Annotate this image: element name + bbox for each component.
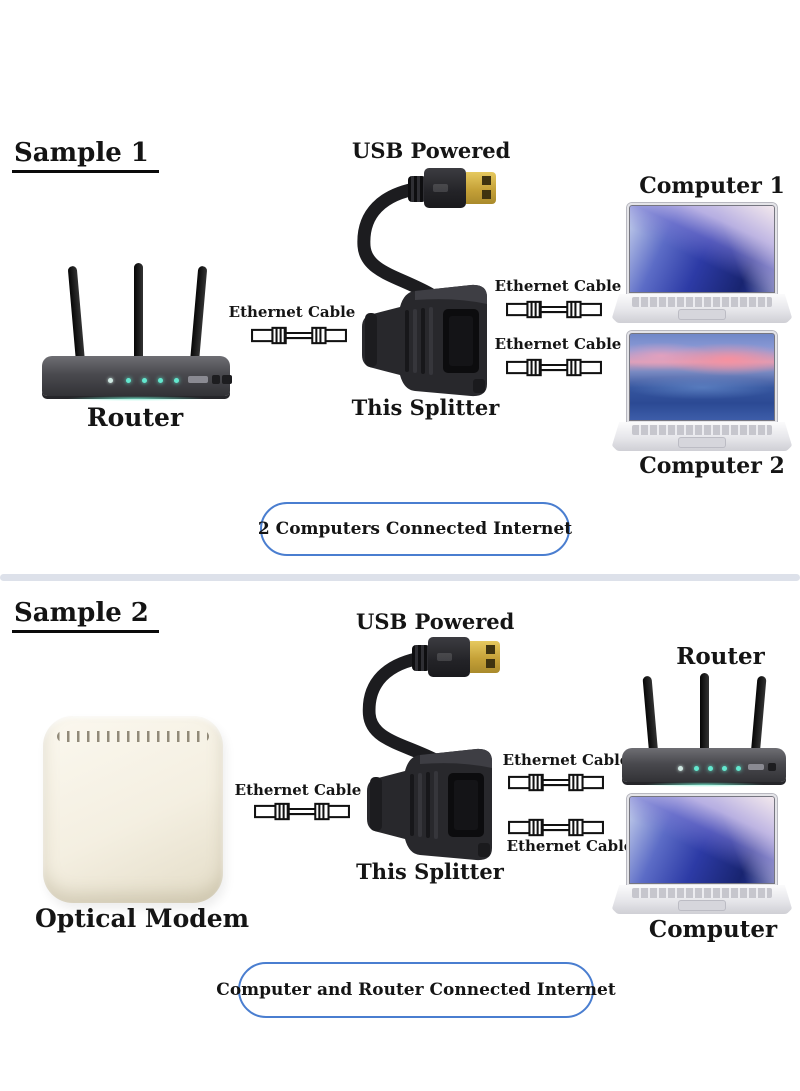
- ethernet-label-right-bottom-1: Ethernet Cable: [494, 335, 622, 353]
- laptop-icon-computer: [612, 794, 792, 914]
- modem-icon: [43, 716, 223, 903]
- ethernet-cable-icon-right-bottom-1: [506, 358, 602, 377]
- router-body-icon: [42, 356, 232, 401]
- status-badge-sample1: 2 Computers Connected Internet: [258, 502, 572, 556]
- router-label-2: Router: [676, 643, 765, 670]
- splitter-icon-1: [362, 284, 487, 397]
- router-label-1: Router: [86, 403, 184, 432]
- led-indicator: [708, 766, 713, 771]
- splitter-label-2: This Splitter: [356, 859, 504, 884]
- usb-cable-icon-2: [362, 651, 441, 766]
- led-indicator: [736, 766, 741, 771]
- ethernet-cable-icon-right-top-2: [508, 773, 604, 792]
- ethernet-label-right-top-1: Ethernet Cable: [494, 277, 622, 295]
- router-port-icon: [188, 376, 208, 383]
- status-badge-sample2: Computer and Router Connected Internet: [216, 962, 616, 1018]
- splitter-icon-2: [367, 748, 492, 861]
- led-indicator: [108, 378, 113, 383]
- router-port-icon: [222, 375, 232, 384]
- laptop-keyboard: [631, 297, 773, 307]
- usb-powered-label-1: USB Powered: [352, 138, 511, 163]
- ethernet-label-left-2: Ethernet Cable: [234, 781, 362, 799]
- ethernet-label-left-1: Ethernet Cable: [228, 303, 356, 321]
- router-antenna-icon: [189, 265, 208, 367]
- led-indicator: [142, 378, 147, 383]
- led-indicator: [678, 766, 683, 771]
- ethernet-cable-icon-right-bottom-2: [508, 818, 604, 837]
- led-indicator: [126, 378, 131, 383]
- usb-cable-icon-1: [357, 181, 437, 301]
- router-icon-1: [42, 252, 232, 402]
- laptop-screen: [627, 794, 777, 886]
- router-antenna-icon: [750, 675, 767, 759]
- laptop-trackpad: [678, 310, 726, 319]
- led-indicator: [722, 766, 727, 771]
- router-antenna-icon: [700, 673, 709, 758]
- usb-plug-icon-1: [424, 168, 466, 208]
- laptop-trackpad: [678, 438, 726, 447]
- computer1-label: Computer 1: [639, 173, 785, 199]
- laptop-trackpad: [678, 901, 726, 910]
- led-indicator: [158, 378, 163, 383]
- ethernet-cable-icon-right-top-1: [506, 300, 602, 319]
- usb-gold-tip-icon-2: [470, 641, 500, 673]
- router-port-icon: [212, 375, 220, 384]
- router-port-icon: [748, 764, 764, 770]
- usb-powered-label-2: USB Powered: [356, 609, 515, 634]
- usb-plug-icon-2: [428, 637, 470, 677]
- computer-label-2: Computer: [648, 916, 778, 943]
- laptop-base: [612, 294, 792, 323]
- laptop-keyboard: [631, 425, 773, 435]
- ethernet-cable-icon-left-2: [254, 802, 350, 821]
- laptop-screen: [627, 203, 777, 295]
- usb-gold-tip-icon-1: [466, 172, 496, 204]
- laptop-icon-computer2: [612, 331, 792, 451]
- ethernet-label-right-bottom-2: Ethernet Cable: [506, 837, 634, 855]
- usb-collar-icon-1: [408, 176, 426, 202]
- sample2-heading: Sample 2: [12, 598, 159, 633]
- led-indicator: [174, 378, 179, 383]
- modem-label: Optical Modem: [35, 904, 250, 933]
- sample1-heading: Sample 1: [12, 138, 159, 173]
- router-antenna-icon: [67, 265, 86, 367]
- router-antenna-icon: [134, 263, 143, 366]
- ethernet-cable-icon-left-1: [251, 326, 347, 345]
- router-icon-2: [622, 668, 786, 788]
- section-divider: [0, 574, 800, 581]
- laptop-icon-computer1: [612, 203, 792, 323]
- laptop-base: [612, 422, 792, 451]
- laptop-screen: [627, 331, 777, 423]
- computer2-label: Computer 2: [639, 453, 785, 479]
- splitter-label-1: This Splitter: [351, 395, 500, 420]
- modem-vents-icon: [57, 731, 209, 742]
- laptop-keyboard: [631, 888, 773, 898]
- router-antenna-icon: [642, 675, 659, 759]
- laptop-base: [612, 885, 792, 914]
- led-indicator: [694, 766, 699, 771]
- usb-collar-icon-2: [412, 645, 430, 671]
- router-port-icon: [768, 763, 776, 771]
- router-body-icon: [622, 748, 786, 787]
- ethernet-label-right-top-2: Ethernet Cable: [502, 751, 630, 769]
